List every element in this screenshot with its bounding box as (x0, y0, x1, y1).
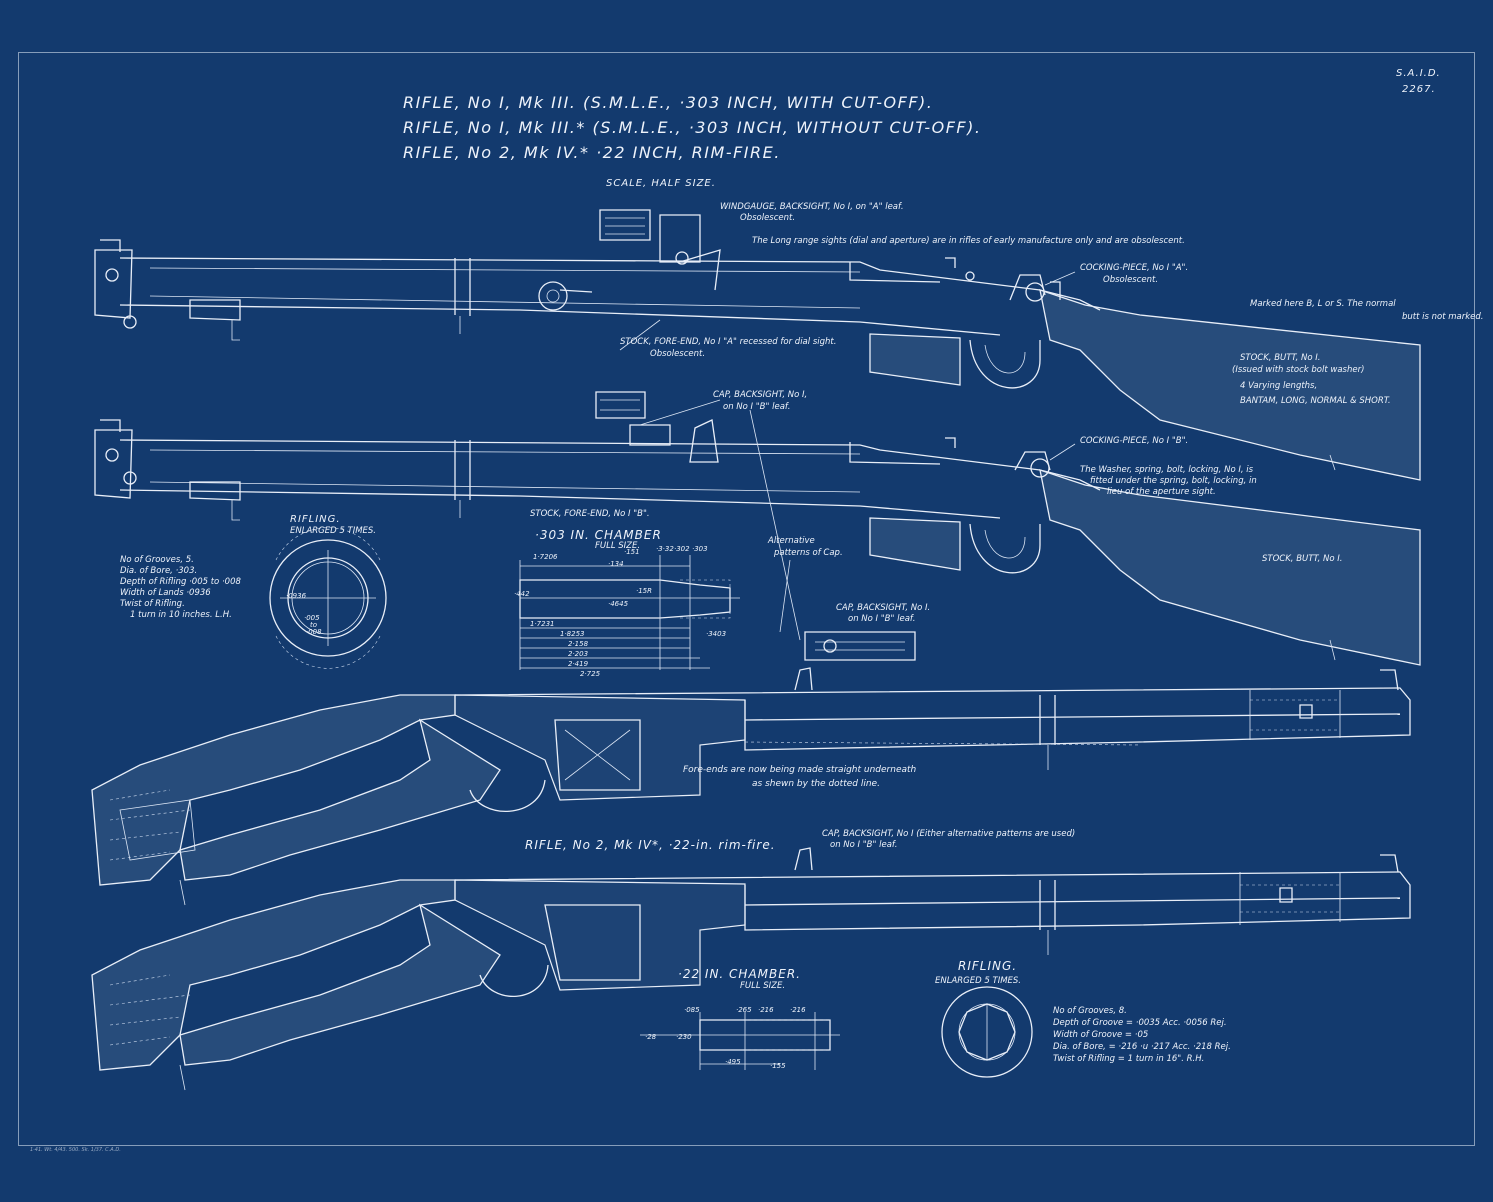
drawing-border (18, 52, 1475, 1146)
label-stock-butt-4: BANTAM, LONG, NORMAL & SHORT. (1240, 396, 1391, 406)
rifling-303-dim-3: to (310, 621, 318, 629)
rifling-22-spec-4: Dia. of Bore, = ·216 ·u ·217 Acc. ·218 R… (1053, 1042, 1231, 1052)
label-stock-butt: STOCK, BUTT, No I. (1262, 554, 1343, 564)
chamber-303-dim-8: ·4645 (608, 600, 629, 608)
drawing-number-line2: 2267. (1402, 84, 1436, 95)
rifling-303-spec-6: 1 turn in 10 inches. L.H. (130, 610, 232, 620)
chamber-22-dim-1: ·085 (684, 1006, 700, 1014)
rifle-1-exterior (94, 209, 1421, 481)
rifling-303-spec-2: Dia. of Bore, ·303. (120, 566, 198, 576)
rifling-303-spec-1: No of Grooves, 5. (120, 555, 194, 565)
backsight-cap-detail (804, 631, 916, 661)
chamber-22-dim-2: ·265 (736, 1006, 752, 1014)
title-line-3: RIFLE, No 2, Mk IV.* ·22 INCH, RIM-FIRE. (403, 143, 781, 162)
label-stock-butt-3: 4 Varying lengths, (1240, 381, 1318, 391)
rifling-22-subtitle: ENLARGED 5 TIMES. (935, 976, 1022, 986)
drawing-number-line1: S.A.I.D. (1396, 68, 1441, 79)
footer-print-code: 1·41. Wt. 4/43. 500. Sk. 1/37. C.A.D. (30, 1147, 121, 1153)
label-washer-1: The Washer, spring, bolt, locking, No I,… (1080, 465, 1254, 475)
chamber-303-dim-2: ·151 (624, 548, 640, 556)
rifling-303-dim-1: ·0936 (286, 592, 307, 600)
chamber-303-dim-13: 2·419 (568, 660, 589, 668)
leader-lines (619, 271, 1076, 641)
chamber-22-dim-7: ·495 (725, 1058, 741, 1066)
label-cocking-piece-b: COCKING-PIECE, No I "B". (1080, 436, 1189, 446)
chamber-303-title: ·303 IN. CHAMBER (535, 528, 662, 542)
chamber-22-dim-3: ·216 (758, 1006, 774, 1014)
rifle-2-exterior (94, 391, 1421, 666)
title-line-2: RIFLE, No I, Mk III.* (S.M.L.E., ·303 IN… (403, 118, 982, 137)
rifling-303-spec-5: Twist of Rifling. (120, 599, 185, 609)
label-fore-ends-2: as shewn by the dotted line. (752, 779, 880, 789)
label-long-range-sights: The Long range sights (dial and aperture… (752, 236, 1185, 246)
chamber-22-dim-6: ·230 (676, 1033, 692, 1041)
label-cocking-piece-a: COCKING-PIECE, No I "A". (1080, 263, 1189, 273)
label-washer-3: lieu of the aperture sight. (1107, 487, 1216, 497)
chamber-22-dim-8: ·155 (770, 1062, 786, 1070)
rifling-22-spec-2: Depth of Groove = ·0035 Acc. ·0056 Rej. (1053, 1018, 1227, 1028)
label-cap-backsight-b-2: on No I "B" leaf. (723, 402, 791, 412)
label-fore-end-a-obsolescent: Obsolescent. (650, 349, 706, 359)
label-windgauge-obsolescent: Obsolescent. (740, 213, 796, 223)
rifle-4-section (91, 847, 1411, 1091)
chamber-303-dim-10: 1·8253 (560, 630, 585, 638)
label-fore-ends-1: Fore-ends are now being made straight un… (683, 765, 917, 775)
chamber-22-subtitle: FULL SIZE. (740, 981, 786, 991)
label-fore-end-a: STOCK, FORE-END, No I "A" recessed for d… (620, 337, 837, 347)
label-cap-backsight-c-1: CAP, BACKSIGHT, No I. (836, 603, 931, 613)
rifling-22-title: RIFLING. (958, 959, 1018, 973)
label-marked-line1: Marked here B, L or S. The normal (1250, 299, 1396, 309)
chamber-303-dim-15: ·3403 (706, 630, 727, 638)
rifle-3-section (91, 667, 1411, 906)
chamber-303-dim-1: 1·7206 (533, 553, 558, 561)
chamber-22-title: ·22 IN. CHAMBER. (678, 967, 801, 981)
label-cap-backsight-b-1: CAP, BACKSIGHT, No I, (713, 390, 808, 400)
chamber-303-dim-12: 2·203 (568, 650, 589, 658)
label-stock-butt-1: STOCK, BUTT, No I. (1240, 353, 1321, 363)
rifling-303-spec-3: Depth of Rifling ·005 to ·008 (120, 577, 241, 587)
chamber-303-dim-7: ·15R (636, 587, 652, 595)
chamber-22-dim-5: ·28 (645, 1033, 657, 1041)
label-cap-backsight-d-2: on No I "B" leaf. (830, 840, 898, 850)
chamber-22-diagram (640, 1012, 840, 1070)
title-line-1: RIFLE, No I, Mk III. (S.M.L.E., ·303 INC… (403, 93, 934, 112)
label-cap-backsight-d-1: CAP, BACKSIGHT, No I (Either alternative… (822, 829, 1076, 839)
label-cocking-piece-a-obsolescent: Obsolescent. (1103, 275, 1159, 285)
rifling-22-diagram (941, 986, 1033, 1078)
chamber-303-dim-16: ·442 (514, 590, 530, 598)
chamber-303-dim-9: 1·7231 (530, 620, 555, 628)
rifling-22-spec-3: Width of Groove = ·05 (1053, 1030, 1149, 1040)
label-alternative-2: patterns of Cap. (774, 548, 843, 558)
chamber-303-dim-5: ·302 (674, 545, 690, 553)
label-marked-line2: butt is not marked. (1402, 312, 1484, 322)
chamber-303-dim-4: ·3·32 (656, 545, 674, 553)
chamber-303-subtitle: FULL SIZE. (595, 541, 641, 551)
label-washer-2: fitted under the spring, bolt, locking, … (1090, 476, 1257, 486)
rifling-303-subtitle: ENLARGED 5 TIMES. (290, 526, 377, 536)
scale-note: SCALE, HALF SIZE. (606, 178, 716, 189)
rifle-2-title: RIFLE, No 2, Mk IV*, ·22-in. rim-fire. (525, 838, 776, 852)
rifling-303-dim-4: ·008 (306, 628, 322, 636)
chamber-303-diagram (519, 555, 740, 670)
rifling-22-spec-5: Twist of Rifling = 1 turn in 16". R.H. (1053, 1054, 1205, 1064)
label-alternative-1: Alternative (768, 536, 815, 546)
chamber-303-dim-14: 2·725 (580, 670, 601, 678)
chamber-22-dim-4: ·216 (790, 1006, 806, 1014)
rifling-22-spec-1: No of Grooves, 8. (1053, 1006, 1127, 1016)
rifling-303-spec-4: Width of Lands ·0936 (120, 588, 211, 598)
label-cap-backsight-c-2: on No I "B" leaf. (848, 614, 916, 624)
rifling-303-dim-2: ·005 (304, 614, 320, 622)
label-fore-end-b: STOCK, FORE-END, No I "B". (530, 509, 650, 519)
chamber-303-dim-11: 2·158 (568, 640, 589, 648)
chamber-303-dim-6: ·303 (692, 545, 708, 553)
label-stock-butt-2: (Issued with stock bolt washer) (1232, 365, 1365, 375)
label-windgauge: WINDGAUGE, BACKSIGHT, No I, on "A" leaf. (720, 202, 904, 212)
chamber-303-dim-3: ·134 (608, 560, 624, 568)
rifling-303-title: RIFLING. (290, 514, 341, 525)
rifling-303-diagram (269, 527, 387, 669)
